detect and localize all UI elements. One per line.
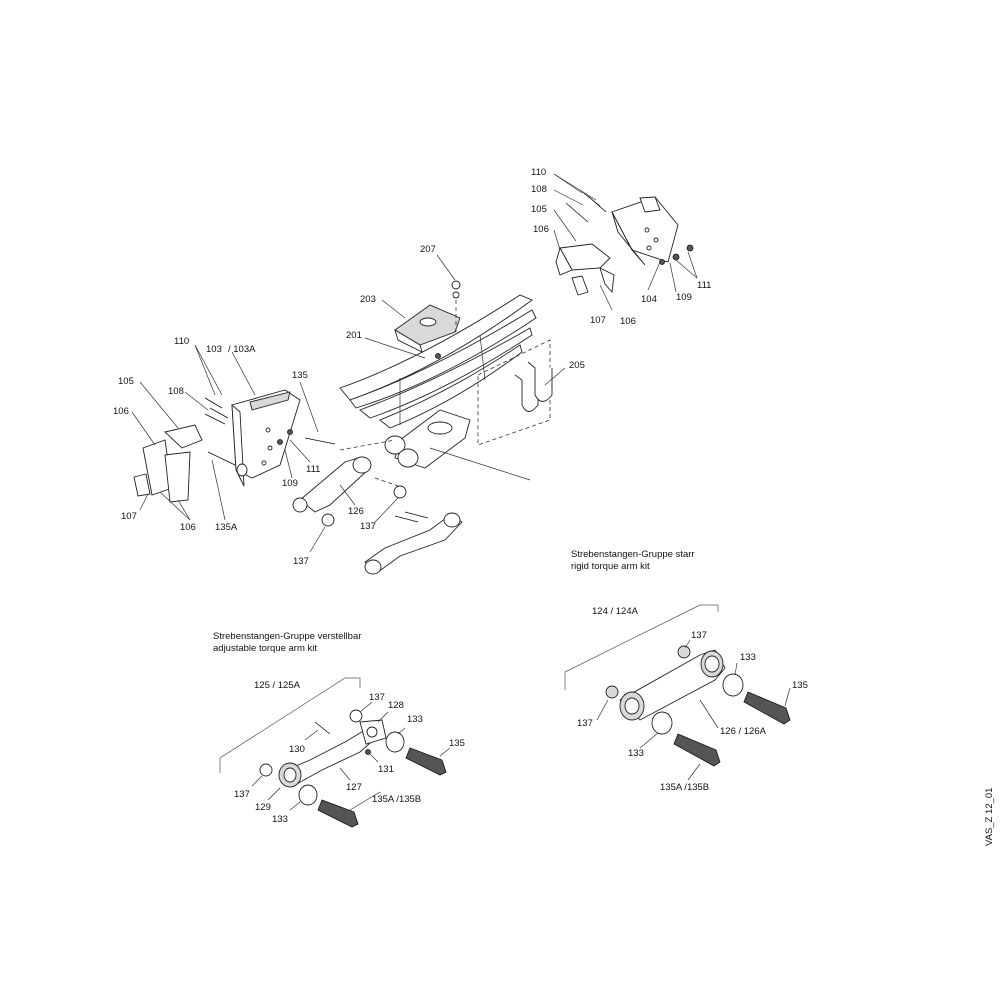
label-109: 109 [282,478,298,489]
label-103: 103 [206,344,222,355]
label-133: 133 [740,652,756,663]
adjustable-kit-frame [219,677,361,773]
front-hanger-bracket-assembly [555,189,694,296]
kit-title-rigid-en: rigid torque arm kit [571,561,650,572]
label-137: 137 [691,630,707,641]
rigid-torque-arm-parts [605,645,791,767]
label-111: 111 [306,464,320,475]
label-125: 125 / 125A [254,680,301,691]
label-137: 137 [234,789,250,800]
label-107: 107 [590,315,606,326]
label-135: 135 [292,370,308,381]
label-137: 137 [369,692,385,703]
label-106: 106 [113,406,129,417]
label-135a: 135A [215,522,238,533]
label-203: 203 [360,294,376,305]
adjustable-torque-arm-parts [259,709,447,828]
kit-title-adjustable-en: adjustable torque arm kit [213,643,317,654]
label-131: 131 [378,764,394,775]
label-108: 108 [168,386,184,397]
label-130: 130 [289,744,305,755]
label-205: 205 [569,360,585,371]
label-105: 105 [118,376,134,387]
label-106: 106 [180,522,196,533]
label-110: 110 [174,336,189,347]
label-104: 104 [641,294,657,305]
label-128: 128 [388,700,404,711]
label-106: 106 [533,224,549,235]
label-126: 126 / 126A [720,726,767,737]
drawing-id: VAS_Z 12_01 [984,788,995,846]
label-135: 135 [449,738,465,749]
label-124: 124 / 124A [592,606,639,617]
label-133: 133 [272,814,288,825]
label-137: 137 [577,718,593,729]
leaf-spring-assembly [339,280,553,481]
label-207: 207 [420,244,436,255]
part-number-labels: 110 108 105 106 207 203 201 205 104 109 … [113,167,995,846]
label-135: 135 [792,680,808,691]
rigid-kit-frame [564,604,719,690]
front-bracket-leaders [553,173,698,311]
label-107: 107 [121,511,137,522]
kit-title-adjustable-de: Strebenstangen-Gruppe verstellbar [213,631,361,642]
label-133: 133 [628,748,644,759]
label-201: 201 [346,330,362,341]
adjustable-kit-leaders [251,701,451,811]
label-105: 105 [531,204,547,215]
label-135ab: 135A /135B [660,782,709,793]
rigid-kit-leaders [596,639,791,781]
label-108: 108 [531,184,547,195]
label-137: 137 [360,521,376,532]
label-111: 111 [697,280,711,291]
label-106: 106 [620,316,636,327]
label-129: 129 [255,802,271,813]
label-133: 133 [407,714,423,725]
center-leaders [364,254,566,386]
label-126: 126 [348,506,364,517]
label-135ab: 135A /135B [372,794,421,805]
left-leaders [131,344,399,553]
kit-title-rigid-de: Strebenstangen-Gruppe starr [571,549,695,560]
label-103a: / 103A [228,344,256,355]
label-127: 127 [346,782,362,793]
rear-hanger-bracket-assembly [133,389,463,575]
label-110: 110 [531,167,546,178]
label-109: 109 [676,292,692,303]
label-137: 137 [293,556,309,567]
